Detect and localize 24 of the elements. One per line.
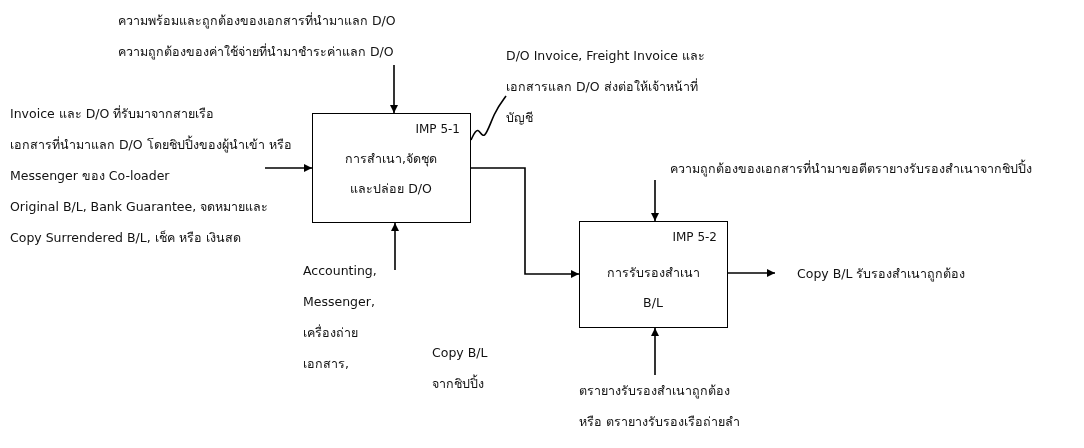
arrow — [264, 164, 313, 172]
input-text: Original B/L, Bank Guarantee, จดหมายและ Copy Surrendered B/L, เช็ค หรือ เงินสด — [10, 198, 270, 247]
control-text: ความถูกต้องของเอกสารที่นำมาขอตีตรายางรับรองสำเนาจากชิปปิ้ง — [670, 158, 1033, 179]
arrow — [470, 167, 580, 278]
process-box — [579, 221, 728, 328]
arrow — [391, 222, 399, 271]
control-text: ความพร้อมและถูกต้องของเอกสารที่นำมาแลก D/O — [118, 11, 397, 31]
output-text: D/O Invoice, Freight Invoice และ เอกสารแลก D/O ส่งต่อให้เจ้าหน้าที่บัญชี — [506, 47, 706, 127]
output-text: Copy B/L รับรองสำเนาถูกต้อง — [797, 265, 967, 284]
control-text: ความถูกต้องของค่าใช้จ่ายที่นำมาชำระค่าแลก D/O — [118, 42, 395, 62]
input-text: Invoice และ D/O ที่รับมาจากสายเรือ — [10, 104, 216, 123]
process-name: การสำเนา,จัดชุด และปล่อย D/O — [344, 150, 438, 198]
input-text: เอกสารที่นำมาแลก D/O โดยชิปปิ้งของผู้นำเข้า หรือ Messenger ของ Co-loader — [10, 134, 293, 185]
arrow — [651, 327, 659, 376]
arrow — [651, 179, 659, 222]
squiggle-leader-line — [470, 95, 507, 141]
arrow — [727, 269, 776, 277]
process-name: การรับรองสำเนา B/L — [605, 264, 701, 312]
process-box — [312, 113, 471, 223]
process-code: IMP 5-1 — [415, 121, 460, 138]
arrow — [390, 64, 398, 114]
mechanism-text: ตรายางรับรองสำเนาถูกต้อง หรือ ตรายางรับรองเรือถ่ายลำ — [579, 382, 741, 431]
process-code: IMP 5-2 — [672, 229, 717, 246]
mechanism-text: Accounting, Messenger, เครื่องถ่าย เอกสาร, — [303, 262, 378, 373]
